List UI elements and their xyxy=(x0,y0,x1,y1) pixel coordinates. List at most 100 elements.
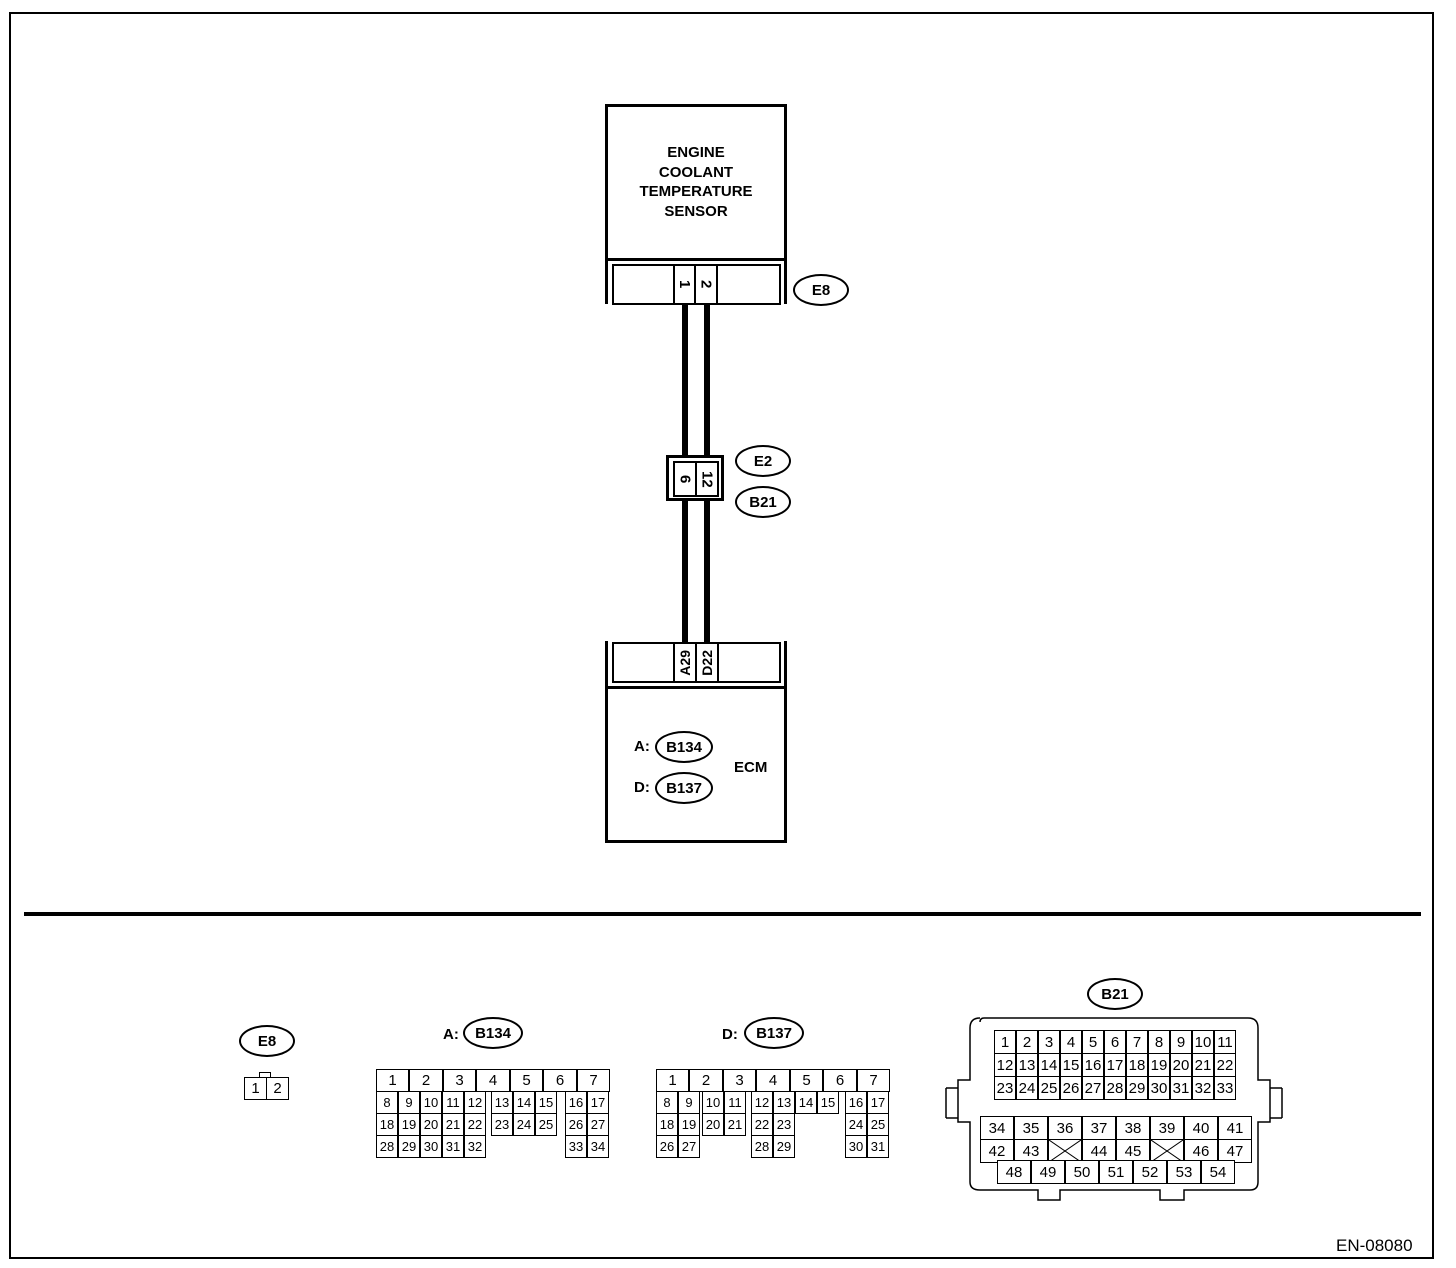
connector-pin-cell: 28 xyxy=(751,1135,773,1158)
connector-pin-cell: 20 xyxy=(420,1113,442,1136)
connector-pin-cell: 47 xyxy=(1218,1139,1252,1163)
connector-pin-cell: 19 xyxy=(678,1113,700,1136)
sensor-label-line: SENSOR xyxy=(664,202,728,220)
connector-pin-cell: 30 xyxy=(420,1135,442,1158)
connector-pin-cell: 3 xyxy=(443,1069,476,1092)
connector-pin-cell: 7 xyxy=(857,1069,890,1092)
b21-connector-outline xyxy=(945,1017,1283,1201)
sensor-label-line: TEMPERATURE xyxy=(639,183,753,200)
connector-pin-cell: 23 xyxy=(994,1076,1016,1100)
connector-pin-cell: 43 xyxy=(1014,1139,1048,1163)
connector-pin-cell: 26 xyxy=(656,1135,678,1158)
connector-tag-b134: B134 xyxy=(655,731,713,763)
connector-pin-cell: 28 xyxy=(1104,1076,1126,1100)
connector-pin-cell: 8 xyxy=(1148,1030,1170,1054)
wire-2 xyxy=(704,500,710,644)
connector-pin-cell: 20 xyxy=(702,1113,724,1136)
connector-pin-cell: 34 xyxy=(587,1135,609,1158)
connector-pin-cell: 12 xyxy=(464,1091,486,1114)
sensor-pin-2: 2 xyxy=(694,264,718,305)
connector-pin-cell: 28 xyxy=(376,1135,398,1158)
connector-pin-cell: 26 xyxy=(565,1113,587,1136)
connector-pin-cell: 17 xyxy=(1104,1053,1126,1077)
sensor-pin-2-label: 2 xyxy=(697,280,715,289)
connector-pin-cell: 11 xyxy=(442,1091,464,1114)
connector-pin-cell: 33 xyxy=(565,1135,587,1158)
connector-pin-cell: 5 xyxy=(1082,1030,1104,1054)
ecm-connector-d-prefix: D: xyxy=(634,779,650,796)
e8-view-pin-1: 1 xyxy=(244,1077,267,1100)
connector-pin-cell: 15 xyxy=(535,1091,557,1114)
connector-pin-cell: 26 xyxy=(1060,1076,1082,1100)
connector-pin-cell: 29 xyxy=(1126,1076,1148,1100)
view-prefix-a: A: xyxy=(443,1026,459,1043)
connector-pin-cell: 5 xyxy=(510,1069,543,1092)
connector-pin-cell: 31 xyxy=(442,1135,464,1158)
junction-bracket-left xyxy=(666,455,669,501)
view-tag-b134: B134 xyxy=(463,1017,523,1049)
wire-1 xyxy=(682,305,688,457)
connector-pin-cell: 22 xyxy=(751,1113,773,1136)
connector-pin-cell: 10 xyxy=(702,1091,724,1114)
connector-pin-cell: 24 xyxy=(1016,1076,1038,1100)
connector-pin-cell: 1 xyxy=(994,1030,1016,1054)
connector-pin-cell: 6 xyxy=(543,1069,577,1092)
connector-pin-cell: 14 xyxy=(1038,1053,1060,1077)
connector-pin-cell: 11 xyxy=(724,1091,746,1114)
e8-view-pin-2: 2 xyxy=(266,1077,289,1100)
connector-pin-cell: 38 xyxy=(1116,1116,1150,1140)
connector-pin-cell: 25 xyxy=(1038,1076,1060,1100)
connector-pin-cell: 23 xyxy=(773,1113,795,1136)
connector-pin-cell: 2 xyxy=(1016,1030,1038,1054)
connector-pin-cell: 27 xyxy=(678,1135,700,1158)
connector-pin-cell: 41 xyxy=(1218,1116,1252,1140)
connector-pin-cell: 12 xyxy=(751,1091,773,1114)
connector-pin-cell: 10 xyxy=(420,1091,442,1114)
connector-pin-cell: 36 xyxy=(1048,1116,1082,1140)
connector-pin-cell: 18 xyxy=(656,1113,678,1136)
connector-pin-cell: 16 xyxy=(1082,1053,1104,1077)
connector-pin-cell: 22 xyxy=(464,1113,486,1136)
junction-pin-6-label: 6 xyxy=(676,474,694,484)
connector-pin-cell: 21 xyxy=(442,1113,464,1136)
connector-pin-cell: 25 xyxy=(867,1113,889,1136)
junction-bracket-bottom xyxy=(666,498,724,501)
connector-pin-cell: 13 xyxy=(1016,1053,1038,1077)
connector-pin-cell: 13 xyxy=(773,1091,795,1114)
junction-pin-12-label: 12 xyxy=(698,470,716,488)
connector-pin-cell: 14 xyxy=(795,1091,817,1114)
connector-pin-cell: 29 xyxy=(398,1135,420,1158)
connector-pin-cell: 17 xyxy=(867,1091,889,1114)
connector-pin-cell: 34 xyxy=(980,1116,1014,1140)
connector-pin-cell: 8 xyxy=(376,1091,398,1114)
ecm-bracket-left xyxy=(605,641,608,689)
connector-pin-cell: 19 xyxy=(1148,1053,1170,1077)
connector-pin-cell: 23 xyxy=(491,1113,513,1136)
ecm-pin-a29-label: A29 xyxy=(677,649,693,676)
connector-bracket-left xyxy=(605,259,608,304)
connector-pin-cell: 35 xyxy=(1014,1116,1048,1140)
connector-pin-cell: 49 xyxy=(1031,1160,1065,1184)
connector-pin-cell: 31 xyxy=(1170,1076,1192,1100)
connector-pin-cell: 16 xyxy=(565,1091,587,1114)
ecm-label: ECM xyxy=(734,759,768,776)
connector-pin-cell: 7 xyxy=(1126,1030,1148,1054)
junction-pin-6: 6 xyxy=(673,461,697,497)
connector-pin-cell: 51 xyxy=(1099,1160,1133,1184)
connector-pin-cell: 14 xyxy=(513,1091,535,1114)
connector-pin-cell: 1 xyxy=(656,1069,689,1092)
connector-pin-cell: 5 xyxy=(790,1069,823,1092)
sensor-label-line: ENGINE xyxy=(667,144,725,161)
connector-pin-cell: 9 xyxy=(1170,1030,1192,1054)
connector-pin-cell: 3 xyxy=(1038,1030,1060,1054)
wire-2 xyxy=(704,305,710,457)
sensor-pin-1-label: 1 xyxy=(676,280,693,289)
connector-tag-b21: B21 xyxy=(735,486,791,518)
view-tag-e8: E8 xyxy=(239,1025,295,1057)
connector-pin-cell: 16 xyxy=(845,1091,867,1114)
connector-tag-b137: B137 xyxy=(655,772,713,804)
connector-pin-cell: 22 xyxy=(1214,1053,1236,1077)
connector-pin-cell: 18 xyxy=(1126,1053,1148,1077)
connector-pin-cell: 27 xyxy=(587,1113,609,1136)
